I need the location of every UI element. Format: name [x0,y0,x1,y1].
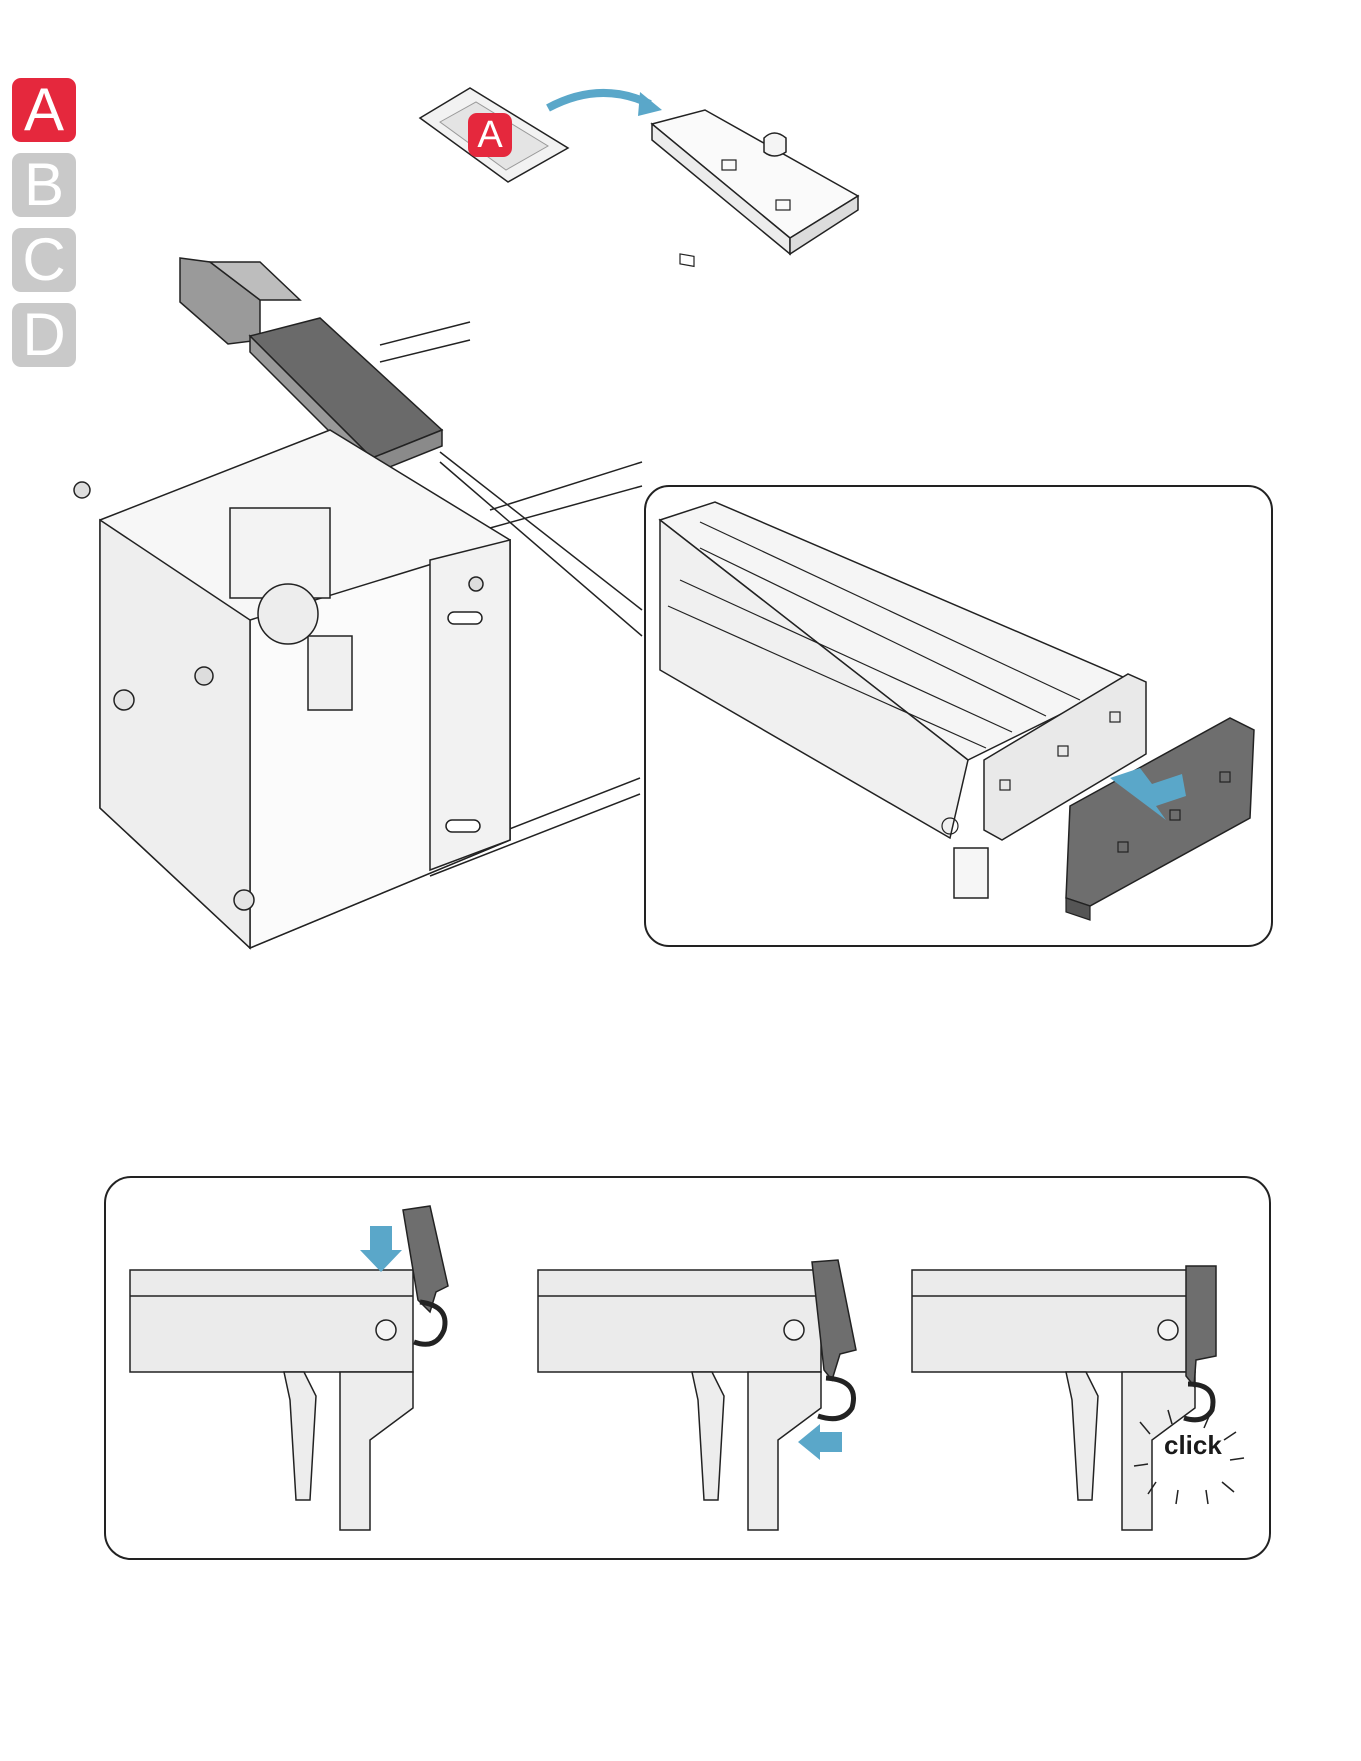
click-callout: click [1164,1430,1222,1461]
